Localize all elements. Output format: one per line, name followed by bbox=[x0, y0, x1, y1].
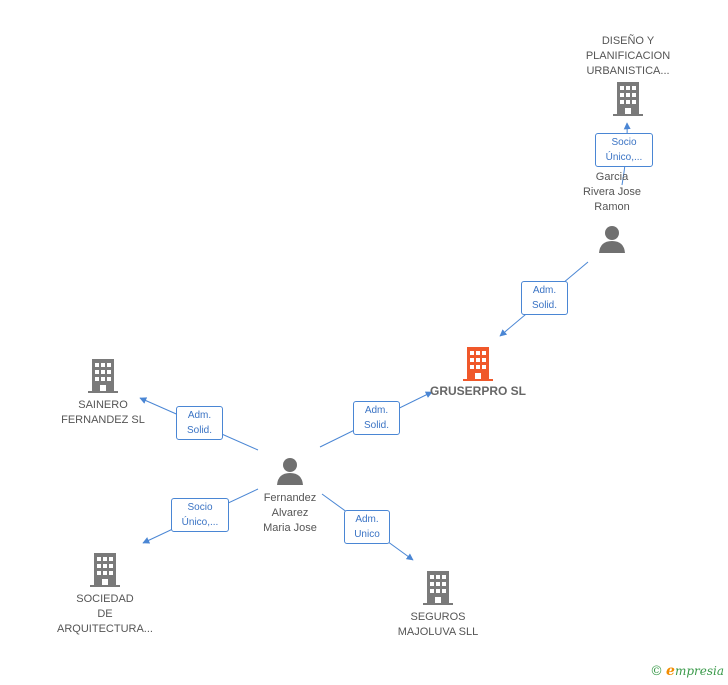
building-icon bbox=[90, 553, 120, 587]
copyright-symbol: © bbox=[650, 664, 664, 679]
edge-badge-fernandez-seguros[interactable]: Adm. Unico bbox=[344, 510, 390, 544]
node-label: Garcia Rivera Jose Ramon bbox=[582, 171, 642, 213]
person-icon bbox=[277, 458, 303, 485]
edge-badge-garcia-diseno[interactable]: Socio Único,... bbox=[595, 133, 653, 167]
building-icon bbox=[613, 82, 643, 116]
node-label: GRUSERPRO SL bbox=[429, 384, 526, 398]
node-label: SAINERO FERNANDEZ SL bbox=[61, 399, 145, 426]
node-seguros[interactable]: SEGUROS MAJOLUVA SLL bbox=[382, 570, 494, 640]
node-label: Fernandez Alvarez Maria Jose bbox=[263, 492, 317, 534]
edge-badge-fernandez-sainero[interactable]: Adm. Solid. bbox=[176, 406, 223, 440]
node-label: DISEÑO Y PLANIFICACION URBANISTICA... bbox=[585, 35, 671, 77]
node-garcia[interactable]: Garcia Rivera Jose Ramon bbox=[560, 170, 664, 253]
node-sainero[interactable]: SAINERO FERNANDEZ SL bbox=[48, 358, 158, 428]
edge-badge-garcia-gruserpro[interactable]: Adm. Solid. bbox=[521, 281, 568, 315]
brand-initial: e bbox=[666, 663, 675, 679]
building-icon bbox=[423, 571, 453, 605]
brand-name: mpresia bbox=[674, 664, 724, 678]
node-fernandez[interactable]: Fernandez Alvarez Maria Jose bbox=[238, 457, 342, 536]
node-diseno[interactable]: DISEÑO Y PLANIFICACION URBANISTICA... bbox=[568, 34, 688, 117]
node-sociedad[interactable]: SOCIEDAD DE ARQUITECTURA... bbox=[45, 552, 165, 637]
node-label: SOCIEDAD DE ARQUITECTURA... bbox=[57, 593, 153, 635]
node-gruserpro[interactable]: GRUSERPRO SL bbox=[418, 346, 538, 399]
building-icon bbox=[88, 359, 118, 393]
edge-badge-fernandez-sociedad[interactable]: Socio Único,... bbox=[171, 498, 229, 532]
brand-logo: ©empresia bbox=[650, 663, 724, 679]
edge-badge-fernandez-gruserpro[interactable]: Adm. Solid. bbox=[353, 401, 400, 435]
building-icon bbox=[463, 347, 493, 381]
node-label: SEGUROS MAJOLUVA SLL bbox=[397, 611, 479, 638]
person-icon bbox=[599, 226, 625, 253]
